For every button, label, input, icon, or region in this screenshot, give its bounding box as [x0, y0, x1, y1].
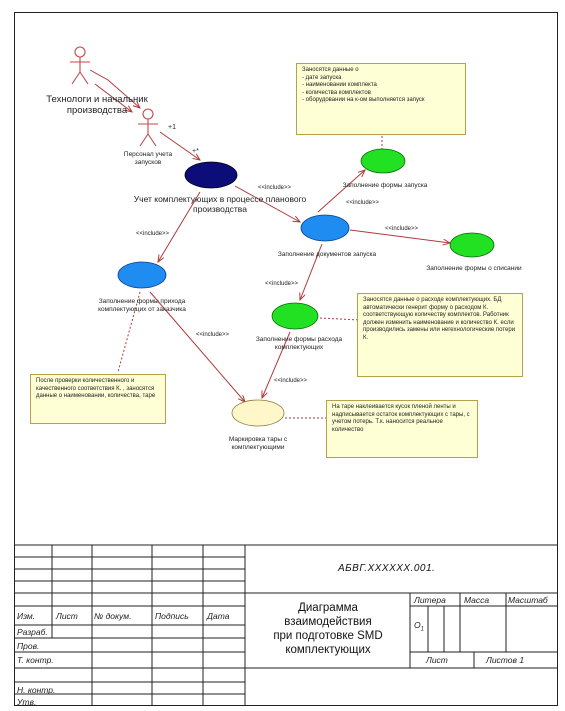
assoc-management-staff	[89, 69, 140, 108]
litera-letter: О	[414, 620, 421, 630]
note-marking: На таре наклеивается кусок пленой ленты …	[326, 400, 478, 458]
header-masshtab: Масштаб	[508, 595, 548, 605]
header-doc-number: № докум.	[94, 611, 132, 621]
usecase-receipt-form-ellipse	[117, 261, 167, 289]
usecase-writeoff-form-ellipse	[449, 232, 495, 258]
assoc-management-staff-2	[94, 83, 132, 112]
note-launch-line-4: - количества комплектов	[302, 89, 371, 96]
usecase-launch-form-label: Заполнение формы запуска	[342, 182, 428, 189]
note-marking-text: На таре наклеивается кусок пленой ленты …	[332, 404, 470, 433]
include-label-4: <<include>>	[136, 231, 170, 237]
include-label-6: <<include>>	[196, 332, 230, 338]
title-line-3: при подготовке SMD	[273, 630, 383, 642]
note-launch: Заносятся данные о - дате запуска - наим…	[296, 63, 466, 135]
title-line-4: комплектующих	[285, 644, 371, 656]
row-prov: Пров.	[17, 641, 40, 651]
actor-management-label: Технологи и начальник производства	[46, 94, 148, 116]
usecase-marking-label: Маркировка тары с комплектующими	[228, 436, 288, 451]
litera-value: О1	[414, 620, 424, 633]
usecase-main-ellipse	[184, 161, 238, 189]
usecase-expense-form-label: Заполнение формы расхода комплектующих	[255, 336, 343, 351]
include-receipt-marking	[149, 291, 245, 402]
header-massa: Масса	[464, 595, 490, 605]
sheet-label: Лист	[426, 655, 448, 665]
usecase-launch-docs-ellipse	[300, 214, 350, 242]
header-list: Лист	[56, 611, 78, 621]
include-label-7: <<include>>	[274, 378, 308, 384]
include-docs-launch	[317, 170, 365, 213]
row-t-kontr: Т. контр.	[17, 655, 54, 665]
note-receipt: После проверки количественного и качеств…	[30, 374, 166, 424]
drawing-frame	[14, 12, 558, 706]
include-main-receipt	[158, 191, 201, 262]
usecase-marking-ellipse	[231, 399, 285, 427]
row-n-kontr: Н. контр.	[17, 685, 56, 695]
note-receipt-text: После проверки количественного и качеств…	[36, 378, 156, 400]
include-label-5: <<include>>	[265, 281, 299, 287]
note-launch-line-3: - наименовании комплекта	[302, 82, 377, 89]
include-label-3: <<include>>	[385, 226, 419, 232]
usecase-launch-docs-label: Заполнение документов запуска	[277, 251, 377, 258]
multiplicity-star: +*	[192, 148, 199, 155]
litera-subscript: 1	[420, 626, 424, 633]
usecase-writeoff-form-label: Заполнение формы о списании	[426, 265, 522, 272]
row-razrab: Разраб.	[17, 627, 48, 637]
actor-staff-label: Персонал учета запусков	[123, 151, 173, 166]
note-expense-text: Заносятся данные о расходе комплектующих…	[363, 297, 516, 341]
note-launch-line-1: Заносятся данные о	[302, 67, 359, 73]
include-label-1: <<include>>	[258, 185, 292, 191]
note-expense: Заносятся данные о расходе комплектующих…	[357, 293, 523, 377]
include-expense-marking	[262, 331, 291, 398]
header-litera: Литера	[414, 595, 446, 605]
title-line-1: Диаграмма	[298, 602, 358, 614]
title-line-2: взаимодействия	[284, 616, 372, 628]
note-launch-line-2: - дате запуска	[302, 74, 342, 81]
actor-management-figure	[70, 46, 90, 85]
drawing-title: Диаграмма взаимодействия при подготовке …	[248, 601, 408, 657]
header-date: Дата	[207, 611, 230, 621]
usecase-launch-form-ellipse	[360, 148, 406, 174]
include-docs-writeoff	[349, 229, 450, 243]
header-signature: Подпись	[155, 611, 189, 621]
usecase-expense-form-ellipse	[271, 302, 319, 330]
include-main-docs	[234, 185, 300, 222]
sheets-total: Листов 1	[486, 655, 525, 665]
usecase-receipt-form-label: Заполнение формы прихода комплектующих о…	[98, 298, 186, 313]
row-utv: Утв.	[17, 697, 37, 707]
usecase-main-label: Учет комплектующих в процессе планового …	[133, 194, 307, 214]
title-block-grid	[14, 544, 558, 706]
include-label-2: <<include>>	[346, 200, 380, 206]
assoc-staff-main	[159, 131, 200, 160]
actor-staff-figure	[138, 108, 158, 147]
note-launch-line-5: - оборудовании на к-ом выполняется запус…	[302, 97, 425, 104]
header-izm: Изм.	[17, 611, 36, 621]
document-code: АБВГ.XXXXXX.001.	[338, 563, 436, 574]
include-docs-expense	[300, 243, 323, 300]
multiplicity-one: +1	[168, 124, 176, 131]
